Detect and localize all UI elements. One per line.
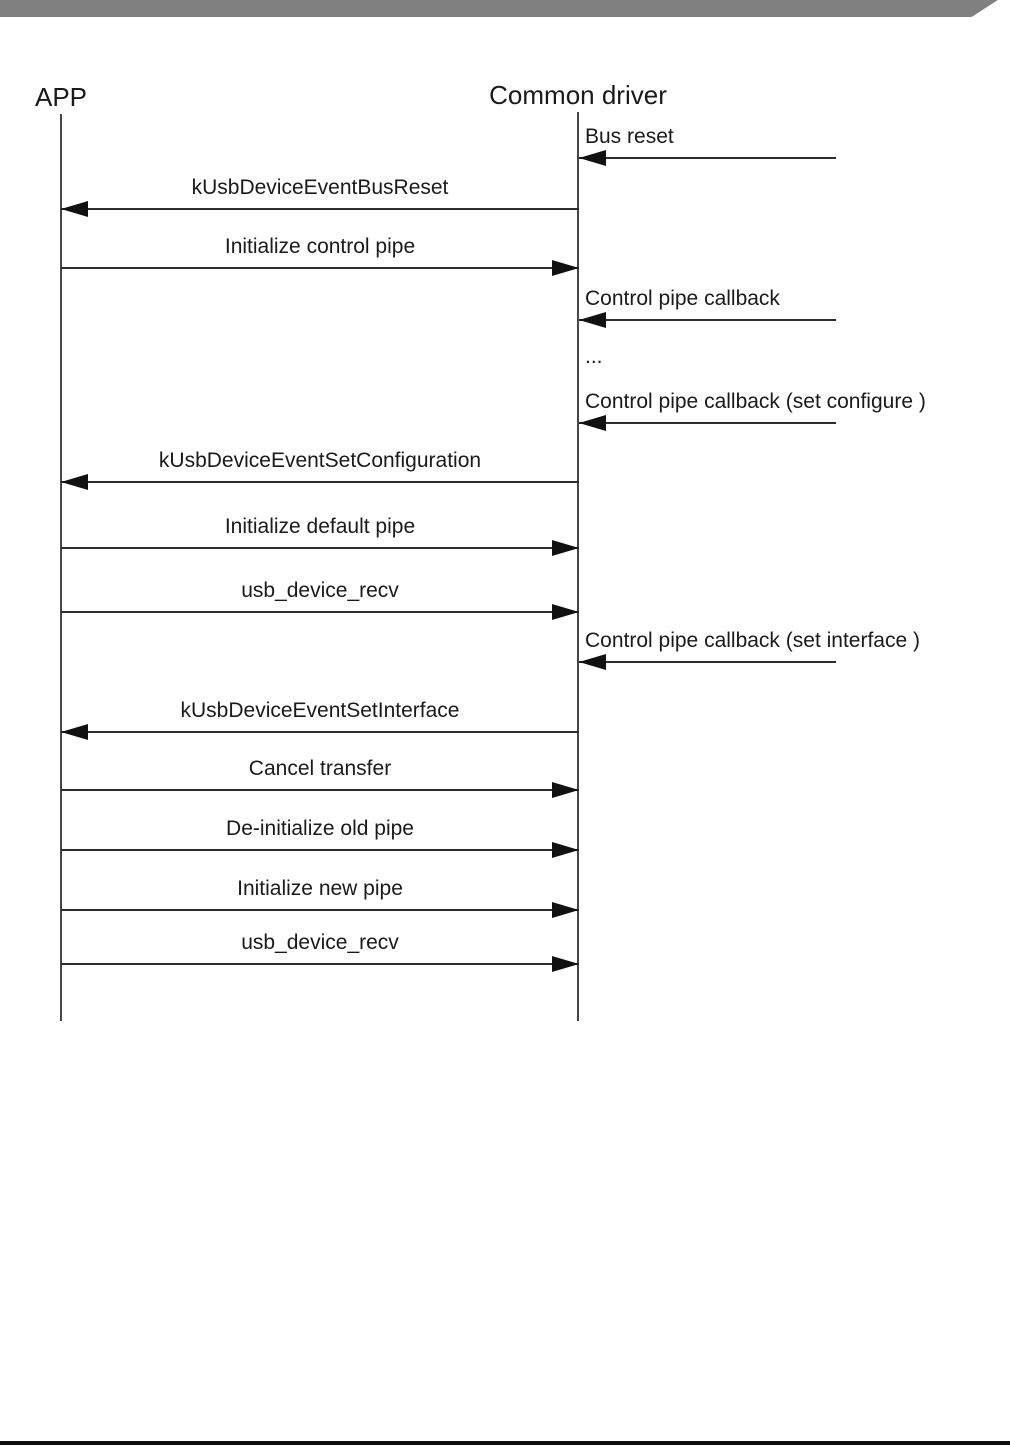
arrowhead-icon xyxy=(552,902,579,918)
arrowhead-icon xyxy=(552,956,579,972)
message-label: Control pipe callback (set interface ) xyxy=(585,629,920,652)
message-label: Cancel transfer xyxy=(248,757,392,780)
message-label: De-initialize old pipe xyxy=(226,817,414,840)
arrowhead-icon xyxy=(61,474,88,490)
arrowhead-icon xyxy=(579,150,606,166)
message-label: kUsbDeviceEventBusReset xyxy=(191,176,449,199)
message-label: Initialize control pipe xyxy=(224,235,416,258)
message-arrow-line xyxy=(61,789,579,791)
message-arrow-line xyxy=(61,208,579,210)
arrowhead-icon xyxy=(552,842,579,858)
ellipsis-label: ... xyxy=(585,345,603,368)
message-arrow-line xyxy=(579,422,836,424)
message-arrow-line xyxy=(579,661,836,663)
message-arrow-line xyxy=(61,481,579,483)
app-lifeline xyxy=(60,114,62,1021)
arrowhead-icon xyxy=(552,540,579,556)
arrowhead-icon xyxy=(552,782,579,798)
arrowhead-icon xyxy=(579,654,606,670)
arrowhead-icon xyxy=(579,312,606,328)
top-banner-decoration xyxy=(0,0,998,17)
message-arrow-line xyxy=(61,963,579,965)
arrowhead-icon xyxy=(61,724,88,740)
message-label: kUsbDeviceEventSetConfiguration xyxy=(158,449,482,472)
arrowhead-icon xyxy=(61,201,88,217)
arrowhead-icon xyxy=(552,604,579,620)
message-label: Initialize new pipe xyxy=(237,877,403,900)
message-arrow-line xyxy=(61,267,579,269)
message-label: Bus reset xyxy=(585,125,674,148)
message-arrow-line xyxy=(61,731,579,733)
message-arrow-line xyxy=(579,319,836,321)
bottom-rule xyxy=(0,1441,1010,1445)
message-label: usb_device_recv xyxy=(241,931,399,954)
participant-label-app: APP xyxy=(35,82,88,112)
message-label: kUsbDeviceEventSetInterface xyxy=(180,699,460,722)
message-label: usb_device_recv xyxy=(241,579,399,602)
message-arrow-line xyxy=(61,547,579,549)
message-label: Control pipe callback (set configure ) xyxy=(585,390,926,413)
message-arrow-line xyxy=(61,611,579,613)
message-label: Initialize default pipe xyxy=(224,515,416,538)
message-arrow-line xyxy=(61,849,579,851)
arrowhead-icon xyxy=(579,415,606,431)
arrowhead-icon xyxy=(552,260,579,276)
message-arrow-line xyxy=(579,157,836,159)
participant-label-common-driver: Common driver xyxy=(489,80,667,110)
message-arrow-line xyxy=(61,909,579,911)
message-label: Control pipe callback xyxy=(585,287,780,310)
driver-lifeline xyxy=(577,112,579,1021)
